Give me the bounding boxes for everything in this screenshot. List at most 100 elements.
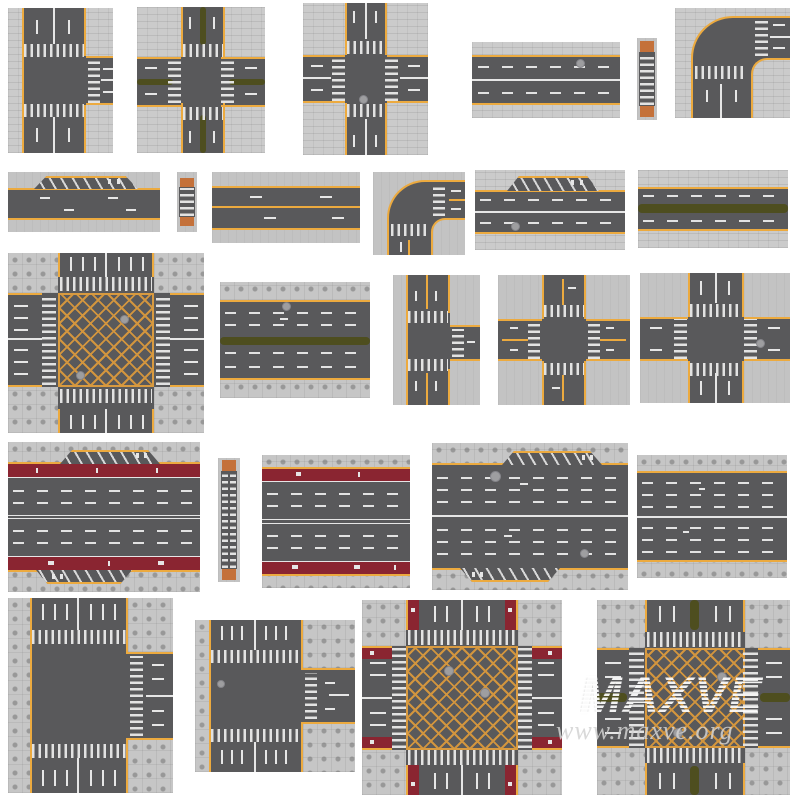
sidewalk [195, 620, 209, 772]
lane-marking [144, 453, 147, 458]
road-surface [8, 188, 160, 220]
lane-marking [715, 773, 717, 789]
lane-dashes [267, 505, 405, 507]
lane-dashes [225, 324, 365, 326]
lane-marking [303, 77, 331, 79]
lane-marking [353, 11, 355, 23]
road-surface [212, 186, 360, 230]
crosswalk [408, 630, 516, 645]
edge-line [128, 738, 173, 740]
crosswalk [221, 59, 234, 103]
lane-marking [358, 472, 360, 477]
lane-marking [53, 8, 55, 44]
lane-marking [265, 750, 267, 764]
lane-marking [504, 535, 512, 537]
lane-marking [184, 373, 198, 375]
lane-marking [311, 89, 323, 91]
manhole-cover [580, 549, 589, 558]
edge-line [58, 409, 60, 433]
edge-line [600, 339, 626, 341]
manhole-cover [480, 688, 490, 698]
lane-marking [94, 257, 96, 271]
lane-dashes [480, 199, 620, 201]
lane-marking [152, 678, 164, 680]
crosswalk [452, 329, 464, 357]
manhole-cover [120, 315, 129, 324]
lane-marking [94, 415, 96, 429]
lane-marking [659, 773, 661, 789]
lane-marking [8, 477, 200, 478]
bus-lane [362, 737, 392, 748]
lane-dashes [642, 551, 782, 553]
edge-line [448, 369, 450, 405]
road-surface [640, 317, 790, 361]
lane-marking [231, 626, 233, 640]
sidewalk [498, 361, 542, 405]
lane-marking [245, 67, 257, 69]
lane-marking [520, 483, 528, 485]
lane-marking [480, 572, 483, 577]
tile-road-median [638, 170, 788, 248]
tactile-pad [180, 216, 194, 226]
lane-dashes [437, 489, 623, 491]
crosswalk [755, 20, 768, 56]
edge-line [426, 275, 428, 309]
lane-marking [451, 190, 461, 192]
sidewalk [8, 387, 58, 433]
lane-marking [213, 131, 215, 143]
edge-line [742, 273, 744, 317]
lane-marking [735, 90, 737, 102]
lane-marking [8, 338, 42, 340]
edge-line [475, 232, 625, 234]
tile-curve [675, 8, 790, 118]
tactile-pad [640, 41, 654, 52]
tile-pedestrian-crossing [177, 172, 197, 232]
crosswalk [385, 57, 398, 101]
lane-marking [70, 257, 72, 271]
sidewalk [744, 361, 790, 403]
sidewalk [744, 273, 790, 317]
bus-lane [532, 648, 562, 659]
edge-line [8, 218, 160, 220]
edge-line [502, 339, 528, 341]
edge-line [152, 253, 154, 277]
lane-dashes [437, 501, 623, 503]
tile-bus-lane-road [262, 455, 410, 588]
crosswalk [180, 188, 194, 216]
sidewalk [137, 103, 181, 153]
crosswalk [528, 321, 540, 359]
lane-marking [90, 604, 92, 620]
lane-marking [353, 135, 355, 147]
lane-marking [254, 742, 256, 772]
tile-t-intersection-large [8, 598, 173, 793]
lane-dashes [642, 506, 782, 508]
lane-marking [548, 740, 552, 744]
manhole-cover [673, 728, 683, 738]
sidewalk [387, 103, 428, 155]
crosswalk [640, 53, 654, 105]
lane-marking [145, 93, 157, 95]
sidewalk [586, 361, 630, 405]
edge-line [406, 765, 408, 795]
lane-marking [461, 600, 463, 630]
lane-marking [605, 676, 621, 678]
edge-line [181, 7, 183, 57]
lane-marking [768, 349, 780, 351]
lane-marking [400, 77, 428, 79]
crosswalk [24, 44, 84, 57]
edge-line [181, 103, 183, 153]
edge-line [86, 103, 113, 105]
lane-marking [311, 65, 323, 67]
median-strip [229, 79, 265, 85]
edge-line [385, 103, 387, 155]
lane-marking [108, 197, 118, 199]
sidewalk [518, 750, 562, 795]
median-strip [220, 337, 370, 345]
edge-line [532, 748, 562, 750]
lane-marking [411, 782, 415, 786]
edge-line [212, 206, 360, 208]
lane-marking [54, 770, 56, 786]
lane-marking [66, 770, 68, 786]
parking-bay-stripes [507, 176, 599, 191]
sidewalk [303, 103, 345, 155]
